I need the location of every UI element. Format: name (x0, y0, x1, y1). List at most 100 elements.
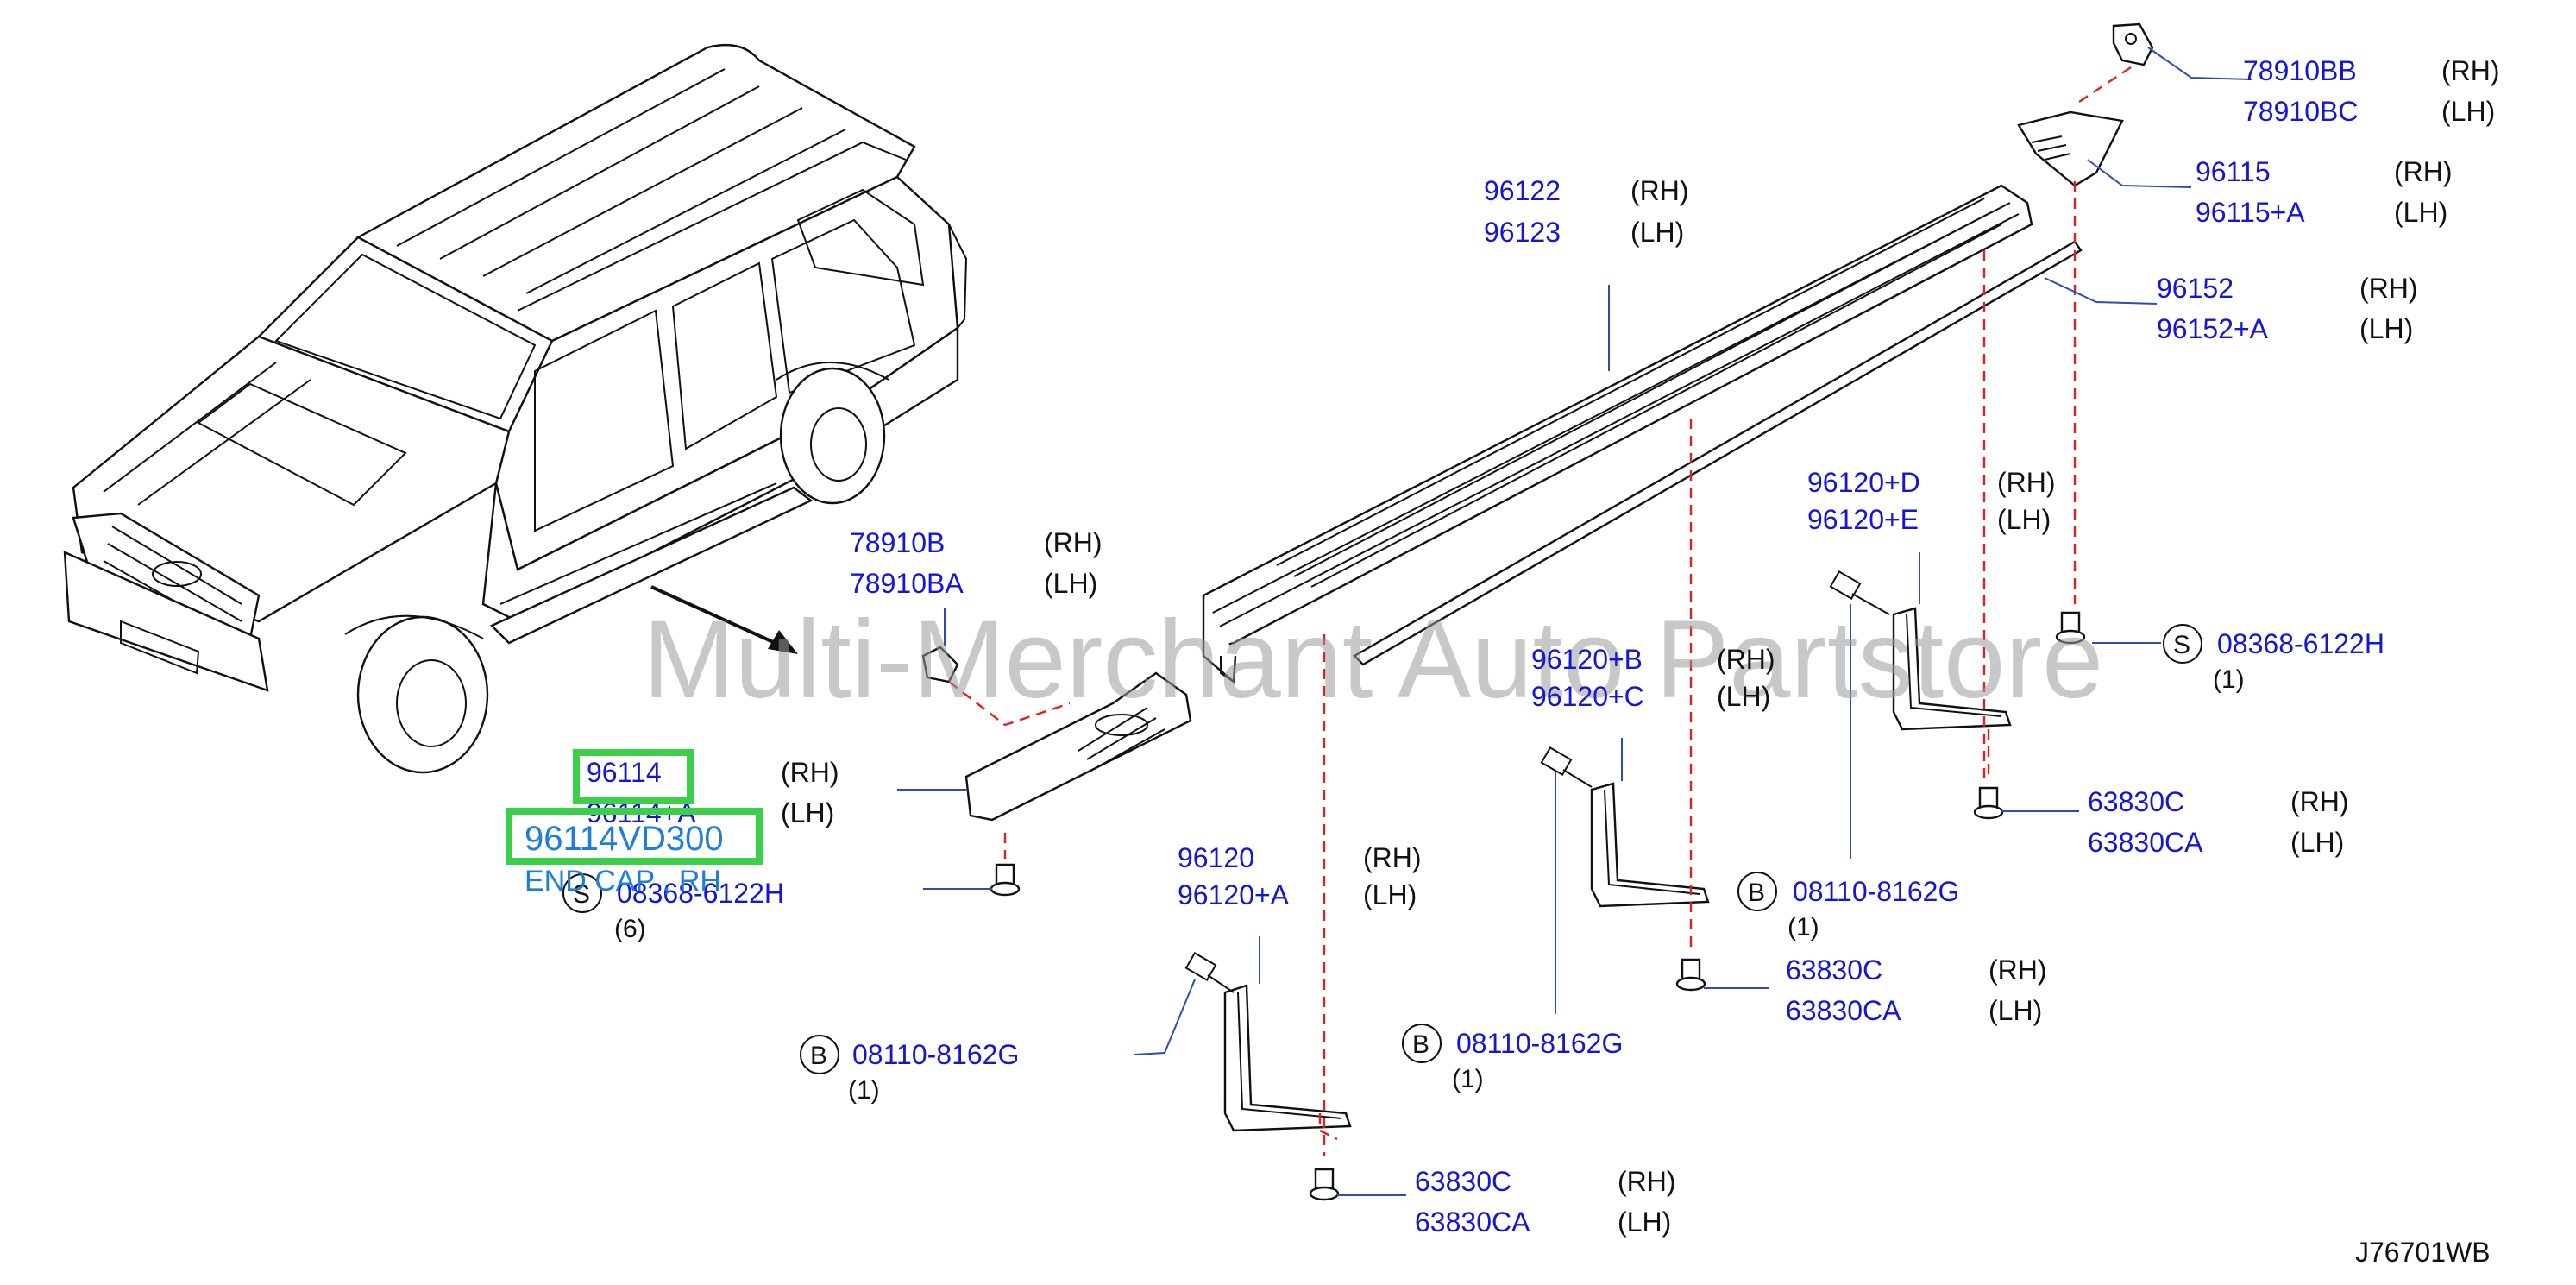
callout-96152: 96152 (RH) 96152+A (LH) (2157, 273, 2418, 344)
bolt-b-rear (1829, 570, 1890, 615)
highlight-box-96114[interactable] (573, 749, 694, 804)
screw-s-right (2055, 611, 2086, 645)
side-label: (LH) (1044, 568, 1097, 599)
part-number[interactable]: 78910BA (850, 568, 964, 599)
part-number[interactable]: 96120+A (1178, 879, 1290, 910)
quantity: (1) (1787, 913, 1819, 942)
callout-63830-right: 63830C (RH) 63830CA (LH) (2088, 786, 2349, 858)
part-number[interactable]: 96120+E (1807, 504, 1919, 535)
fastener-letter: B (1412, 1030, 1429, 1059)
part-number[interactable]: 96115+A (2196, 197, 2305, 228)
side-label: (LH) (1717, 681, 1770, 712)
side-label: (LH) (2441, 96, 2495, 127)
callout-96120d: 96120+D (RH) 96120+E (LH) (1807, 467, 2056, 535)
quantity: (1) (2213, 665, 2245, 694)
callout-08110-middle: B 08110-8162G (1) (1402, 1024, 1623, 1093)
bracket-rear (1892, 607, 2012, 731)
side-label: (RH) (1717, 644, 1775, 675)
bolt-b-front (1184, 951, 1235, 993)
side-label: (RH) (781, 757, 839, 788)
callout-78910b: 78910B (RH) 78910BA (LH) (850, 527, 1103, 599)
part-number[interactable]: 08110-8162G (852, 1039, 1019, 1070)
callout-08368-left: S 08368-6122H (6) (562, 873, 784, 943)
side-label: (LH) (1630, 217, 1684, 248)
bracket-middle (1590, 782, 1710, 908)
side-label: (RH) (1630, 175, 1689, 206)
side-label: (LH) (1997, 504, 2051, 535)
side-label: (LH) (2359, 313, 2413, 344)
quantity: (1) (848, 1076, 880, 1105)
side-label: (RH) (2394, 156, 2453, 187)
side-label: (RH) (1989, 954, 2047, 986)
screw-c-middle (1675, 958, 1706, 992)
fastener-letter: S (573, 880, 590, 909)
callout-08110-right: B 08110-8162G (1) (1737, 872, 1959, 942)
part-number[interactable]: 63830CA (2088, 827, 2203, 858)
bracket-front (1223, 984, 1352, 1132)
callout-08110-left: B 08110-8162G (1) (800, 1035, 1019, 1105)
part-number[interactable]: 08368-6122H (2217, 628, 2384, 659)
quantity: (1) (1452, 1065, 1484, 1093)
callout-96115: 96115 (RH) 96115+A (LH) (2196, 156, 2453, 228)
side-label: (LH) (1363, 879, 1417, 910)
part-number[interactable]: 63830C (1415, 1166, 1511, 1197)
part-number[interactable]: 96120+D (1807, 467, 1920, 498)
side-label: (RH) (2290, 786, 2349, 817)
screw-c-front (1309, 1168, 1340, 1201)
part-number[interactable]: 96120+B (1531, 644, 1643, 675)
watermark: Multi-Merchant Auto Partstore (643, 598, 2103, 721)
part-number[interactable]: 96120+C (1531, 681, 1644, 712)
part-number[interactable]: 96115 (2196, 156, 2271, 187)
side-label: (LH) (781, 797, 834, 828)
part-number[interactable]: 08110-8162G (1793, 876, 1959, 907)
fastener-letter: S (2173, 631, 2190, 659)
callout-78910bb: 78910BB (RH) 78910BC (LH) (2243, 55, 2500, 127)
part-number[interactable]: 96120 (1178, 842, 1254, 873)
callout-08368-right: S 08368-6122H (1) (2163, 624, 2384, 694)
highlighted-part-description: END CAP , RH (525, 865, 721, 898)
running-board-assembly (921, 22, 2154, 1201)
fastener-letter: B (810, 1042, 827, 1070)
side-label: (RH) (2359, 273, 2418, 304)
fastener-letter: B (1748, 879, 1765, 907)
part-number[interactable]: 63830CA (1786, 995, 1901, 1026)
side-label: (RH) (1618, 1166, 1676, 1197)
part-number[interactable]: 08110-8162G (1456, 1028, 1623, 1059)
part-number[interactable]: 96122 (1484, 175, 1561, 206)
quantity: (6) (614, 915, 646, 943)
leader-lines (897, 47, 2252, 1196)
side-label: (RH) (1044, 527, 1103, 558)
part-number[interactable]: 96123 (1484, 217, 1561, 248)
callout-96114: 96114 (RH) 96114+A (LH) (587, 757, 839, 828)
part-number[interactable]: 96152 (2157, 273, 2234, 304)
highlight-overlay: 96114VD300 END CAP , RH (506, 749, 763, 898)
callout-63830-middle: 63830C (RH) 63830CA (LH) (1786, 954, 2047, 1026)
side-label: (LH) (1989, 995, 2042, 1026)
highlighted-part-number[interactable]: 96114VD300 (525, 820, 724, 858)
vehicle-illustration (63, 44, 968, 774)
callout-63830-bottom: 63830C (RH) 63830CA (LH) (1415, 1166, 1676, 1238)
part-number[interactable]: 63830CA (1415, 1206, 1530, 1238)
part-number[interactable]: 63830C (1786, 954, 1882, 986)
part-number[interactable]: 96114 (587, 757, 662, 788)
callout-96120: 96120 (RH) 96120+A (LH) (1178, 842, 1422, 910)
side-label: (LH) (2394, 197, 2447, 228)
side-label: (RH) (1997, 467, 2056, 498)
callout-96122: 96122 (RH) 96123 (LH) (1484, 175, 1689, 248)
side-label: (RH) (1363, 842, 1422, 873)
side-label: (LH) (1618, 1206, 1671, 1238)
highlight-box-96114vd300[interactable] (506, 808, 763, 865)
part-number[interactable]: 78910BC (2243, 96, 2358, 127)
screw-c-rear (1973, 786, 2004, 820)
part-number[interactable]: 78910BB (2243, 55, 2357, 86)
part-number[interactable]: 63830C (2088, 786, 2184, 817)
side-label: (LH) (2290, 827, 2344, 858)
part-number[interactable]: 08368-6122H (617, 878, 784, 909)
alignment-lines (948, 66, 2132, 1156)
part-number[interactable]: 78910B (850, 527, 945, 558)
bolt-b-middle (1540, 746, 1593, 788)
part-number[interactable]: 96152+A (2157, 313, 2269, 344)
callout-96120b: 96120+B (RH) 96120+C (LH) (1531, 644, 1775, 712)
